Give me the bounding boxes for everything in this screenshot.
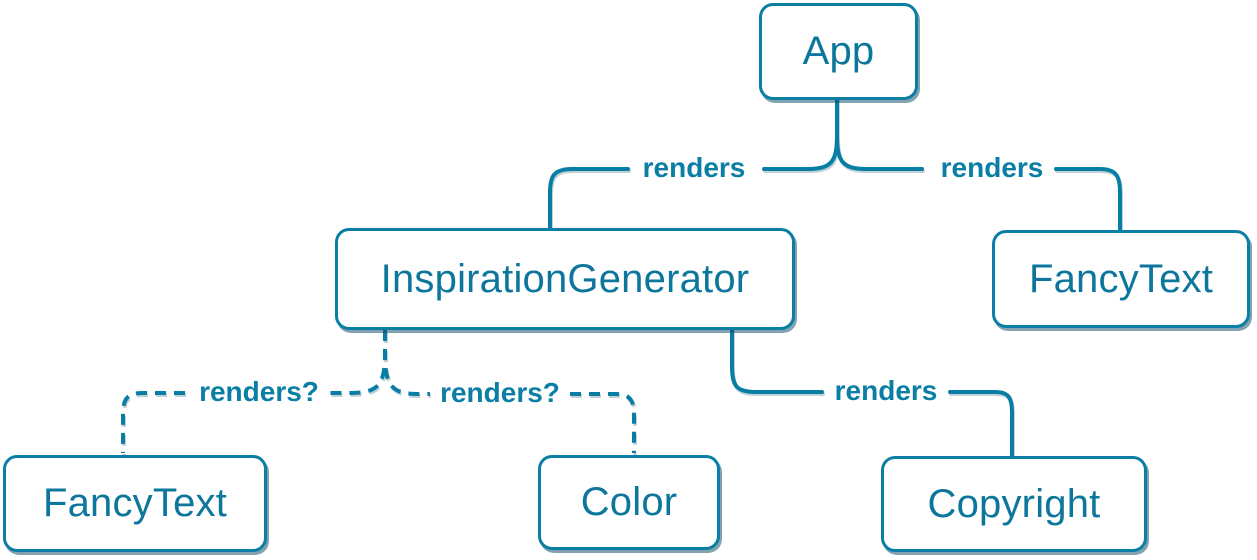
edge-label-inspirationgenerator-copyright: renders xyxy=(834,375,938,406)
node-app: App xyxy=(759,3,918,100)
edge-inspirationgenerator-to-color-conditional xyxy=(383,330,636,453)
edge-label-app-inspirationgenerator: renders xyxy=(642,152,746,183)
node-copyright: Copyright xyxy=(881,456,1147,552)
node-fancy-text-bottom: FancyText xyxy=(3,455,267,552)
edge-label-app-fancytext: renders xyxy=(940,152,1044,183)
edge-app-to-fancytext xyxy=(835,132,1122,232)
edge-label-inspirationgenerator-color: renders? xyxy=(440,377,560,408)
node-fancy-text-top: FancyText xyxy=(992,230,1250,328)
edge-inspirationgenerator-to-copyright xyxy=(730,328,1014,458)
node-inspiration-generator: InspirationGenerator xyxy=(335,228,795,330)
node-color: Color xyxy=(538,455,720,550)
edge-label-inspirationgenerator-fancytext: renders? xyxy=(199,376,319,407)
